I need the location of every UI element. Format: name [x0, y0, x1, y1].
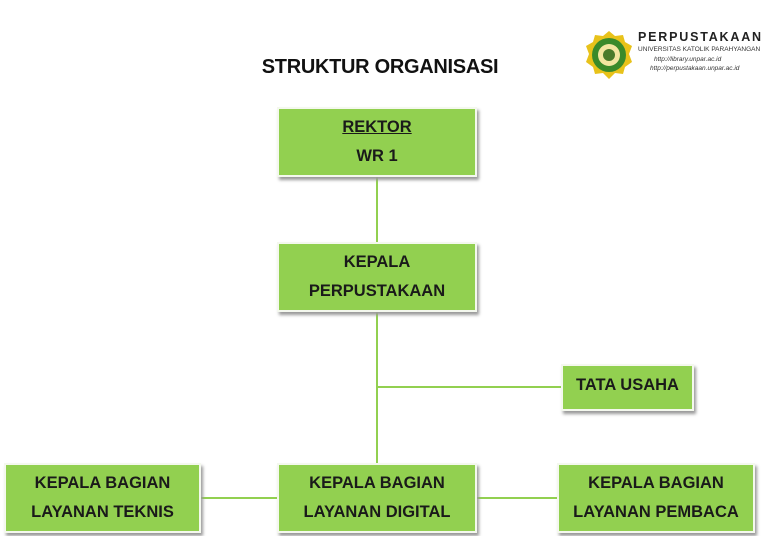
node-label: KEPALA — [343, 253, 411, 271]
node-label: LAYANAN DIGITAL — [303, 503, 451, 521]
connector-teknis — [201, 497, 277, 499]
node-tata-usaha: TATA USAHA — [561, 364, 694, 411]
page-title: STRUKTUR ORGANISASI — [261, 56, 499, 78]
node-kepala-perpustakaan: KEPALA PERPUSTAKAAN — [277, 242, 477, 312]
connector-tata-usaha — [377, 386, 561, 388]
university-seal-icon — [586, 31, 632, 79]
node-label: KEPALA BAGIAN — [588, 474, 724, 492]
node-rektor-subtitle: WR 1 — [356, 147, 398, 165]
node-label: KEPALA BAGIAN — [34, 474, 171, 492]
node-label: LAYANAN PEMBACA — [573, 503, 739, 521]
node-layanan-digital: KEPALA BAGIAN LAYANAN DIGITAL — [277, 463, 477, 533]
logo-name: PERPUSTAKAAN — [638, 30, 763, 44]
node-label: LAYANAN TEKNIS — [31, 503, 174, 521]
connector-vertical — [376, 176, 378, 464]
library-logo: PERPUSTAKAAN UNIVERSITAS KATOLIK PARAHYA… — [584, 28, 768, 82]
logo-url-library[interactable]: http://library.unpar.ac.id — [654, 56, 722, 63]
connector-pembaca — [477, 497, 557, 499]
node-label: PERPUSTAKAAN — [308, 282, 446, 300]
node-rektor-title: REKTOR — [342, 118, 412, 136]
logo-url-perpustakaan[interactable]: http://perpustakaan.unpar.ac.id — [650, 65, 740, 72]
node-rektor: REKTOR WR 1 — [277, 107, 477, 177]
node-layanan-pembaca: KEPALA BAGIAN LAYANAN PEMBACA — [557, 463, 755, 533]
node-label: KEPALA BAGIAN — [309, 474, 445, 492]
node-layanan-teknis: KEPALA BAGIAN LAYANAN TEKNIS — [4, 463, 201, 533]
logo-subtitle: UNIVERSITAS KATOLIK PARAHYANGAN — [638, 46, 761, 53]
node-label: TATA USAHA — [576, 376, 679, 394]
